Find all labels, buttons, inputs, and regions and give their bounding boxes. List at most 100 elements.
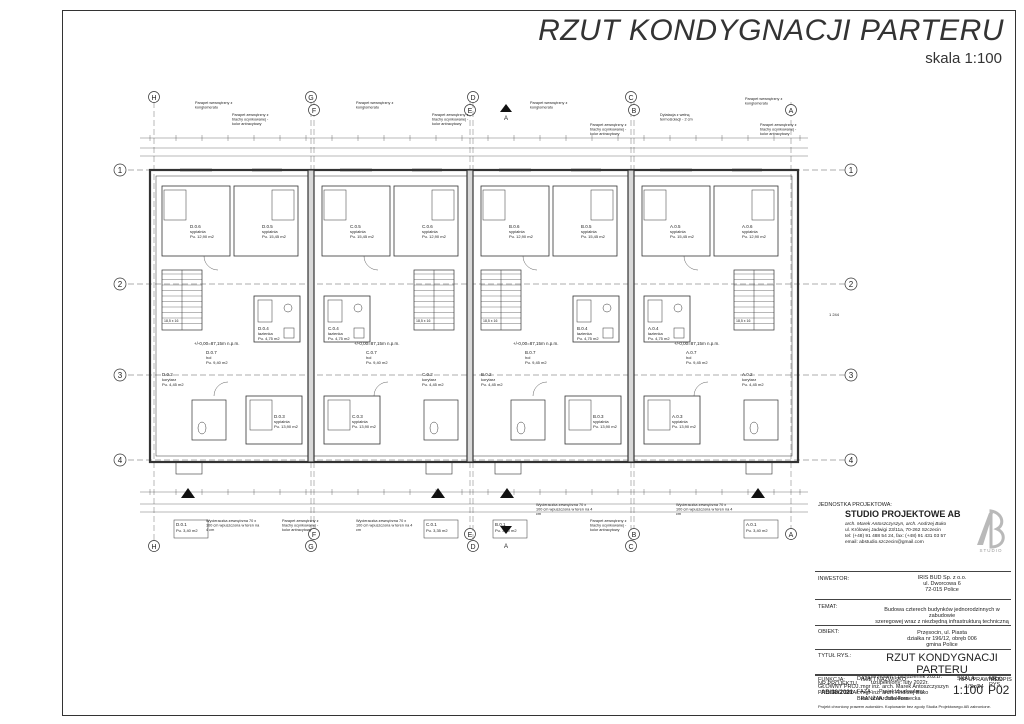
title-block-object: OBIEKT: Przęsocin, ul. Piasta działka nr… xyxy=(815,625,1011,650)
room-area: Pu. 4,75 m2 xyxy=(648,336,670,341)
room-number: A.0.6 xyxy=(742,224,753,229)
bathtub xyxy=(647,299,663,323)
axis-label: 2 xyxy=(849,280,854,289)
room-name: łazienka xyxy=(258,331,273,336)
axis-bubble xyxy=(844,163,858,177)
axis-label: 1 xyxy=(849,166,854,175)
room-wc xyxy=(510,399,546,441)
wardrobe xyxy=(751,189,775,221)
axis-label: F xyxy=(312,532,316,539)
axis-bubble xyxy=(308,104,320,116)
room-number: D.0.2 xyxy=(162,372,173,377)
axis-label: 4 xyxy=(849,456,854,465)
room-name: łazienka xyxy=(328,331,343,336)
investor-line: 72-015 Police xyxy=(925,587,959,593)
wardrobe xyxy=(643,189,667,221)
project-no-label: NR PROJEKTU xyxy=(818,681,857,687)
room-number: C.0.1 xyxy=(426,522,437,527)
note-text: kolor antracytowy xyxy=(590,132,620,136)
note-text: blachy ocynkowanej - xyxy=(232,118,269,122)
outer-wall xyxy=(148,168,800,464)
axis-bubble xyxy=(148,540,160,552)
room-name: sypialnia xyxy=(190,229,206,234)
axis-label: A xyxy=(789,108,794,115)
note-text: Wycieraczka zewnętrzna 70 x xyxy=(356,519,406,523)
stair-dim: 18,5 x 16 xyxy=(736,319,750,323)
room-number: A.0.2 xyxy=(742,372,753,377)
room-area: Pu. 4,45 m2 xyxy=(422,382,444,387)
room-area: Pu. 9,45 m2 xyxy=(686,360,708,365)
note-text: kolor antracytowy xyxy=(760,132,790,136)
axis-label: D xyxy=(470,95,475,102)
note-text: blachy ocynkowanej - xyxy=(282,524,319,528)
level-marker: +/-0,00=87,15m n.p.m. xyxy=(674,341,720,346)
topic-line: szeregowej wraz z niezbędną infrastruktu… xyxy=(875,619,1009,625)
perm-header: NR UPRAWNIEŃ xyxy=(959,677,1002,683)
note-text: Dylatacja z wełną xyxy=(660,113,690,117)
studio-info: arch. Marek Antoszczyszyn, arch. Andrzej… xyxy=(845,522,975,546)
room-name: sypialnia xyxy=(672,419,688,424)
title-block-drawing: TYTUŁ RYS.: RZUT KONDYGNACJI PARTERU xyxy=(815,649,1011,676)
room-number: C.0.6 xyxy=(422,224,433,229)
room-area: Pu. 15,45 m2 xyxy=(350,234,375,239)
note-text: cm xyxy=(356,528,361,532)
stair-dim: 18,5 x 16 xyxy=(483,319,497,323)
room-number: B.0.3 xyxy=(593,414,604,419)
axis-label: F xyxy=(312,108,316,115)
axis-bubble xyxy=(844,277,858,291)
room-bedroom xyxy=(245,395,303,445)
room-number: D.0.3 xyxy=(274,414,285,419)
axis-bubble xyxy=(113,277,127,291)
toilet xyxy=(429,421,439,435)
axis-bubble xyxy=(467,540,479,552)
room-name: sypialnia xyxy=(350,229,366,234)
level-marker: +/-0,00=87,15m n.p.m. xyxy=(194,341,240,346)
studio-line: ul. Królowej Jadwigi 23/11a, 70-262 Szcz… xyxy=(845,528,941,533)
title-block-investor: INWESTOR: IRIS BUD Sp. z o.o. ul. Dworco… xyxy=(815,571,1011,600)
room-number: B.0.2 xyxy=(481,372,492,377)
toilet xyxy=(197,421,207,435)
door-swing xyxy=(693,381,709,397)
room-number: A.0.7 xyxy=(686,350,697,355)
room-bedroom xyxy=(161,185,231,257)
room-number: A.0.3 xyxy=(672,414,683,419)
stair-dim: 18,5 x 16 xyxy=(416,319,430,323)
object-line: gmina Police xyxy=(926,642,958,648)
investor-label: INWESTOR: xyxy=(818,576,850,582)
room-number: C.0.4 xyxy=(328,326,339,331)
stair-dim: 18,5 x 16 xyxy=(164,319,178,323)
axis-label: 3 xyxy=(849,371,854,380)
axis-bubble xyxy=(625,540,637,552)
room-number: B.0.7 xyxy=(525,350,536,355)
room-name: korytarz xyxy=(481,377,495,382)
note-text: Parapet wewnętrzny z xyxy=(530,101,567,105)
note-text: 4 cm xyxy=(206,528,214,532)
room-wc xyxy=(743,399,779,441)
note-text: konglomeratu xyxy=(745,102,768,106)
studio-line: tel: (+48) 91 488 54 24, fax: (+48) 91 4… xyxy=(845,534,946,539)
studio-name: STUDIO PROJEKTOWE AB xyxy=(845,509,961,519)
axis-bubble xyxy=(464,104,476,116)
room-number: B.0.4 xyxy=(577,326,588,331)
party-wall xyxy=(307,169,315,463)
note-text: blachy ocynkowanej - xyxy=(590,128,627,132)
note-text: 100 cm wpuszczona w teren na 4 xyxy=(676,508,732,512)
note-text: termoizolacji - 2 cm xyxy=(660,118,693,122)
author-name: inż. arch. Julia Frenecka xyxy=(861,696,921,702)
sheet-label: NR RYS. xyxy=(989,676,1002,688)
room-number: B.0.5 xyxy=(581,224,592,229)
wardrobe xyxy=(163,189,187,221)
phase-label: FAZA: xyxy=(857,689,873,695)
axis-bubble xyxy=(844,368,858,382)
room-number: B.0.1 xyxy=(495,522,506,527)
axis-bubble xyxy=(113,163,127,177)
axis-bubble xyxy=(305,91,317,103)
investor-line: ul. Dworcowa 6 xyxy=(923,581,961,587)
room-name: korytarz xyxy=(162,377,176,382)
room-name: sypialnia xyxy=(593,419,609,424)
room-area: Pu. 9,40 m2 xyxy=(366,360,388,365)
room-bedroom xyxy=(641,185,711,257)
note-text: cm xyxy=(536,512,541,516)
room-area: Pu. 12,90 m2 xyxy=(742,234,767,239)
